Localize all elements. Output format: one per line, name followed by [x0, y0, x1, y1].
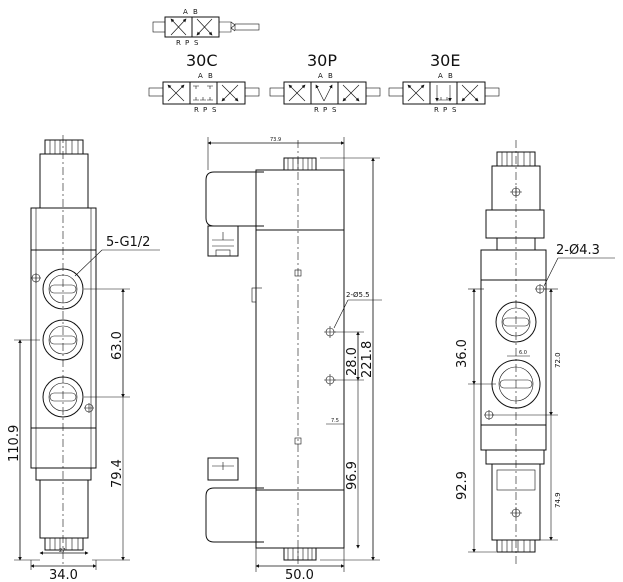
right-dim-74: 74.9: [554, 492, 562, 508]
left-dim-34: 34.0: [49, 568, 78, 582]
left-port-1: [42, 268, 84, 310]
symbol-30p-port-p: P: [323, 106, 327, 114]
symbol-30c-port-b: B: [208, 72, 213, 80]
symbol-30e-label: 30E: [430, 51, 460, 70]
middle-dim-221: 221.8: [360, 341, 375, 378]
symbol-top-port-b: B: [193, 8, 198, 16]
symbol-top-port-p: P: [185, 39, 189, 47]
middle-hole-callout: 2-Ø5.5: [346, 291, 370, 299]
symbol-30e-valve: 30E A B R P S: [388, 51, 500, 114]
symbol-30e-port-a: A: [438, 72, 443, 80]
symbol-top-port-s: S: [194, 39, 199, 47]
middle-dim-28: 28.0: [345, 347, 360, 376]
middle-dim-73: 73.9: [270, 137, 281, 143]
symbol-30e-port-r: R: [434, 106, 439, 114]
right-view-valve: [480, 140, 547, 565]
left-port-3: [42, 376, 84, 418]
symbol-5-2-valve: A B R P S: [152, 8, 260, 47]
right-dim-6: 6.0: [519, 350, 527, 356]
symbol-30e-port-p: P: [443, 106, 447, 114]
middle-view-valve: [205, 140, 345, 565]
symbol-30c-valve: 30C A B R P S: [148, 51, 260, 114]
symbol-30c-port-s: S: [212, 106, 217, 114]
symbol-30c-port-a: A: [198, 72, 203, 80]
symbol-30c-port-p: P: [203, 106, 207, 114]
right-port-1: [495, 301, 537, 343]
symbol-30p-port-a: A: [318, 72, 323, 80]
right-dim-36: 36.0: [455, 339, 470, 368]
left-dimensions: 5-G1/2 63.0 110.9 79.4 34.0 27: [7, 235, 160, 582]
symbol-top-port-r: R: [176, 39, 181, 47]
symbol-30e-port-b: B: [448, 72, 453, 80]
left-dim-79: 79.4: [110, 459, 125, 488]
symbol-top-port-a: A: [183, 8, 188, 16]
right-dim-92: 92.9: [455, 471, 470, 500]
middle-dimensions: 73.9 2-Ø5.5 28.0 221.8 7.5 96.9 50.0: [207, 137, 382, 582]
symbol-30c-port-r: R: [194, 106, 199, 114]
middle-dim-96: 96.9: [345, 461, 360, 490]
symbol-30p-valve: 30P A B R P S: [269, 51, 381, 114]
right-hole-callout: 2-Ø4.3: [556, 243, 600, 258]
middle-dim-7: 7.5: [331, 418, 339, 424]
left-port-2: [42, 319, 84, 361]
left-dim-110: 110.9: [7, 425, 22, 462]
symbol-30p-port-r: R: [314, 106, 319, 114]
right-dimensions: 2-Ø4.3 36.0 72.0 6.0 92.9 74.9: [455, 243, 615, 553]
right-dim-72: 72.0: [554, 352, 562, 368]
symbol-30p-port-s: S: [332, 106, 337, 114]
symbol-30c-label: 30C: [186, 51, 218, 70]
left-port-callout: 5-G1/2: [106, 235, 150, 250]
symbol-30e-port-s: S: [452, 106, 457, 114]
left-view-valve: [30, 135, 97, 565]
middle-dim-50: 50.0: [285, 568, 314, 582]
left-dim-63: 63.0: [110, 331, 125, 360]
symbol-30p-label: 30P: [307, 51, 337, 70]
left-dim-27: 27: [59, 548, 65, 554]
symbol-30p-port-b: B: [328, 72, 333, 80]
